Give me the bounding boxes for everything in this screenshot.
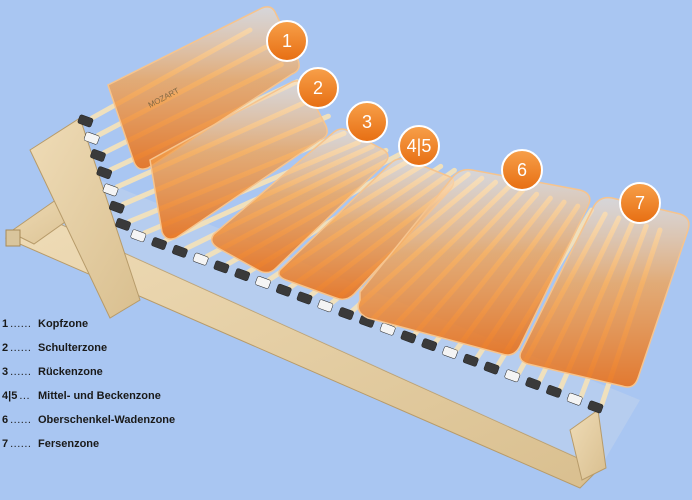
slat-cap — [151, 237, 167, 250]
zone-badge-1: 1 — [266, 20, 308, 62]
slat-cap — [172, 245, 188, 258]
slat-cap — [102, 183, 119, 197]
slat-cap — [108, 200, 125, 214]
legend-label: Schulterzone — [38, 342, 108, 354]
slat-cap — [96, 166, 113, 179]
legend-number: 3 — [2, 366, 9, 378]
slat-cap — [130, 229, 147, 243]
badge-circle — [398, 125, 440, 167]
badge-circle — [297, 67, 339, 109]
slat-cap — [587, 400, 604, 414]
slat-cap — [462, 353, 479, 367]
badge-number: 6 — [517, 160, 527, 180]
legend-dots: ...... — [10, 366, 32, 378]
slat-cap — [83, 131, 100, 145]
legend-row: 1...... Kopfzone — [2, 316, 88, 340]
legend-dots: ...... — [10, 414, 32, 426]
frame-end-post — [569, 409, 607, 481]
badge-circle — [346, 101, 388, 143]
slat-cap — [234, 268, 251, 281]
zone-legend: 1...... Kopfzone 2...... Schulterzone 3.....… — [2, 316, 175, 460]
slat-cap — [400, 330, 417, 344]
badge-number: 7 — [635, 193, 645, 213]
badge-circle — [501, 149, 543, 191]
frame-corner-block — [5, 229, 21, 247]
badge-number: 1 — [282, 31, 292, 51]
frame-head-arm — [29, 117, 141, 319]
badge-number: 2 — [313, 78, 323, 98]
slat-cap — [90, 149, 106, 162]
legend-label: Kopfzone — [38, 318, 89, 330]
legend-number: 1 — [2, 318, 9, 330]
legend-row: 4|5... Mittel- und Beckenzone — [2, 388, 161, 412]
slat-cap — [296, 291, 313, 305]
slat-cap — [255, 276, 271, 289]
frame-right-rail — [38, 180, 640, 468]
slat-cap — [379, 322, 396, 336]
legend-number: 4|5 — [2, 390, 18, 402]
zone-6 — [357, 168, 591, 356]
legend-row: 7...... Fersenzone — [2, 436, 99, 460]
zone-badge-6: 6 — [501, 149, 543, 191]
zone-badge-7: 7 — [619, 182, 661, 224]
badge-number: 3 — [362, 112, 372, 132]
frame — [5, 117, 640, 489]
slat-cap — [421, 338, 438, 351]
legend-row: 3...... Rückenzone — [2, 364, 103, 388]
badge-circle — [619, 182, 661, 224]
legend-label: Fersenzone — [38, 438, 100, 450]
zone-badge-3: 3 — [346, 101, 388, 143]
comfort-zones — [107, 6, 690, 388]
badge-circle — [266, 20, 308, 62]
legend-number: 6 — [2, 414, 9, 426]
legend-label: Rückenzone — [38, 366, 103, 378]
zone-3 — [211, 128, 389, 274]
slat-cap — [275, 283, 292, 297]
slat-cap — [213, 260, 230, 274]
zone-1 — [107, 6, 300, 170]
legend-row: 2...... Schulterzone — [2, 340, 107, 364]
legend-number: 7 — [2, 438, 9, 450]
legend-dots: ... — [19, 390, 30, 402]
slat-cap — [442, 346, 458, 359]
zone-badge-2: 2 — [297, 67, 339, 109]
legend-row: 6...... Oberschenkel-Wadenzone — [2, 412, 175, 436]
zone-badges: 1 2 3 4|5 6 7 — [266, 20, 661, 224]
legend-label: Oberschenkel-Wadenzone — [38, 414, 176, 426]
badge-number: 4|5 — [407, 136, 432, 156]
slat-cap — [525, 377, 541, 390]
slat-cap — [115, 218, 131, 231]
legend-number: 2 — [2, 342, 9, 354]
legend-dots: ...... — [10, 342, 32, 354]
legend-dots: ...... — [10, 318, 32, 330]
slat-cap — [317, 299, 334, 313]
slat-cap — [483, 361, 500, 375]
slat-cap — [504, 369, 521, 383]
slat-cap — [77, 114, 94, 128]
slat-cap — [566, 392, 583, 406]
slat-cap — [338, 307, 354, 320]
slat-cap — [546, 385, 562, 398]
legend-label: Mittel- und Beckenzone — [38, 390, 161, 402]
zone-badge-45: 4|5 — [398, 125, 440, 167]
zone-7 — [519, 196, 690, 388]
legend-dots: ...... — [10, 438, 32, 450]
slat-cap — [192, 252, 209, 266]
